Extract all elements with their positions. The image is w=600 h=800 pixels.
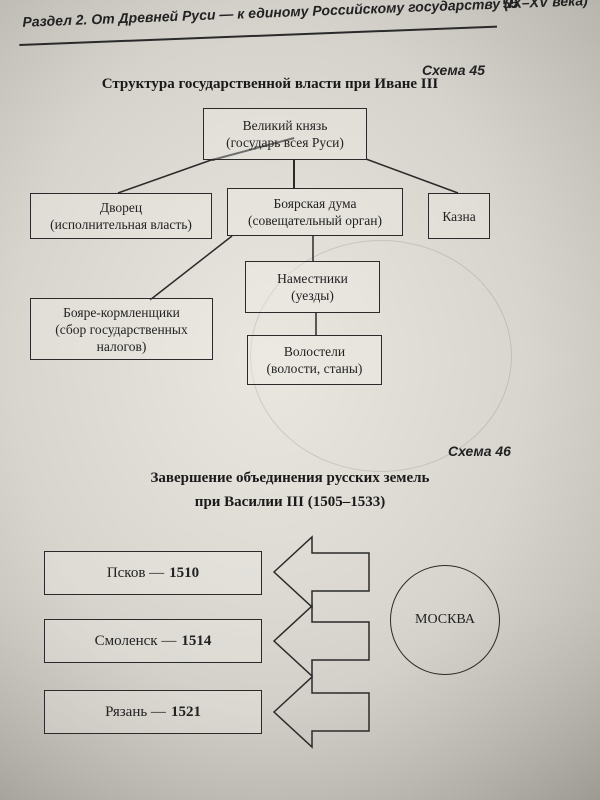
city-pskov: Псков — 1510 [44, 551, 262, 595]
node-text: Боярская дума [273, 196, 357, 211]
moscow-circle: МОСКВА [390, 565, 500, 675]
node-boyars-feeders: Бояре-кормленщики (сбор государственных … [30, 298, 213, 360]
moscow-label: МОСКВА [415, 612, 475, 627]
arrow-left-icon [272, 604, 370, 678]
node-text: (волости, станы) [266, 361, 363, 376]
node-text: Бояре-кормленщики [63, 304, 180, 320]
node-boyar-duma: Боярская дума (совещательный орган) [227, 188, 403, 236]
node-palace: Дворец (исполнительная власть) [30, 193, 212, 239]
node-text: Наместники [277, 271, 348, 286]
node-text: (сбор государственных [55, 321, 188, 337]
city-year: 1510 [169, 564, 200, 581]
node-text: (государь всея Руси) [226, 135, 344, 150]
node-text: Дворец [99, 200, 143, 215]
arrow-left-icon [272, 675, 370, 749]
city-name: Рязань — [105, 703, 166, 720]
connector [293, 160, 295, 188]
node-text: (совещательный орган) [248, 213, 382, 228]
background-faint-ring [250, 240, 512, 472]
node-grand-prince: Великий князь (государь всея Руси) [203, 108, 367, 160]
running-header: Раздел 2. От Древней Руси — к единому Ро… [18, 0, 588, 46]
city-name: Смоленск — [94, 632, 177, 649]
scheme-45-title: Структура государственной власти при Ива… [101, 76, 439, 92]
scheme-46-title-line2: при Василии III (1505–1533) [194, 494, 386, 510]
node-text: Казна [442, 208, 476, 224]
node-treasury: Казна [428, 193, 490, 239]
page-number: 55 [502, 0, 519, 12]
city-ryazan: Рязань — 1521 [44, 690, 262, 734]
city-year: 1514 [181, 632, 212, 649]
node-text: (исполнительная власть) [50, 217, 192, 232]
node-text: Великий князь [242, 118, 328, 133]
arrow-left-icon [272, 535, 370, 609]
node-volostels: Волостели (волости, станы) [247, 335, 382, 385]
node-governors: Наместники (уезды) [245, 261, 380, 313]
scheme-46-title-line1: Завершение объединения русских земель [150, 470, 430, 486]
node-text: налогов) [96, 338, 147, 354]
city-smolensk: Смоленск — 1514 [44, 619, 262, 663]
city-name: Псков — [106, 564, 165, 581]
scheme-45-label: Схема 45 [422, 62, 485, 78]
node-text: Волостели [283, 344, 346, 359]
node-text: (уезды) [291, 288, 334, 303]
city-year: 1521 [170, 703, 201, 720]
scheme-46-label: Схема 46 [448, 443, 511, 459]
